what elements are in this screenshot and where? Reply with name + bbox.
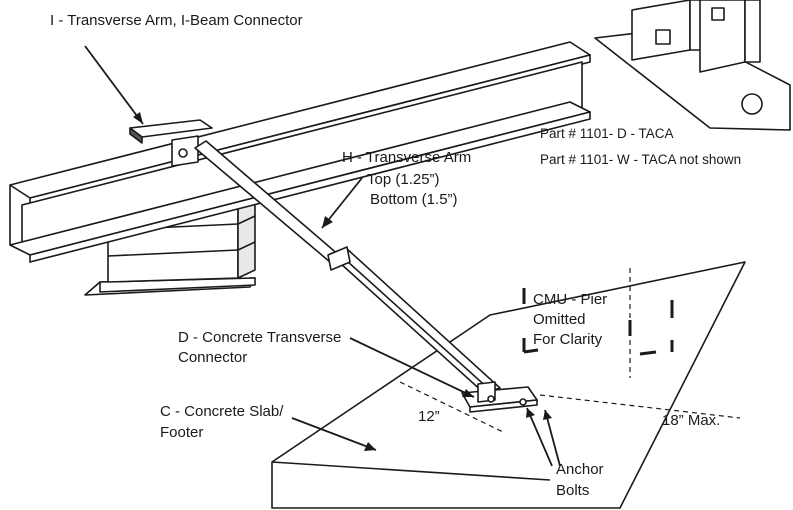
label-cmu-line1: CMU - Pier bbox=[533, 291, 608, 308]
leader-d-connector bbox=[349, 337, 475, 398]
slab-front-edge bbox=[271, 461, 551, 481]
concrete-slab bbox=[271, 261, 746, 509]
label-d-connector-line2: Connector bbox=[178, 349, 248, 366]
concrete-connector-part bbox=[461, 381, 538, 413]
label-anchor-line1: Anchor bbox=[556, 461, 604, 478]
label-dim-12: 12” bbox=[418, 408, 440, 425]
label-transverse-arm-top: Top (1.25”) bbox=[367, 171, 440, 188]
connector-detail bbox=[594, 0, 791, 131]
dim-line-18 bbox=[539, 394, 741, 419]
cmu-pier-dashed-outline bbox=[522, 288, 674, 356]
label-cmu-line2: Omitted bbox=[533, 311, 586, 328]
label-transverse-arm-bottom: Bottom (1.5”) bbox=[370, 191, 458, 208]
i-beam bbox=[9, 41, 591, 263]
transverse-arm bbox=[194, 140, 501, 394]
label-d-connector-line1: D - Concrete Transverse bbox=[178, 329, 342, 346]
label-c-slab-line1: C - Concrete Slab/ bbox=[160, 403, 284, 420]
leader-anchor-2 bbox=[544, 409, 561, 467]
label-c-slab-line2: Footer bbox=[160, 424, 204, 441]
dim-line-12 bbox=[399, 381, 504, 433]
leader-c-slab bbox=[291, 417, 377, 451]
label-dim-18: 18” Max. bbox=[662, 412, 721, 429]
label-anchor-line2: Bolts bbox=[556, 482, 590, 499]
leader-i-connector bbox=[84, 45, 144, 125]
ibeam-connector-part bbox=[129, 119, 213, 167]
leader-anchor-1 bbox=[526, 407, 553, 467]
label-transverse-arm-title: H - Transverse Arm bbox=[342, 149, 472, 166]
label-cmu-line3: For Clarity bbox=[533, 331, 603, 348]
label-ibeam-connector: I - Transverse Arm, I-Beam Connector bbox=[50, 12, 303, 29]
part-number-d: Part # 1101- D - TACA bbox=[540, 126, 674, 141]
part-number-w: Part # 1101- W - TACA not shown bbox=[540, 152, 742, 167]
